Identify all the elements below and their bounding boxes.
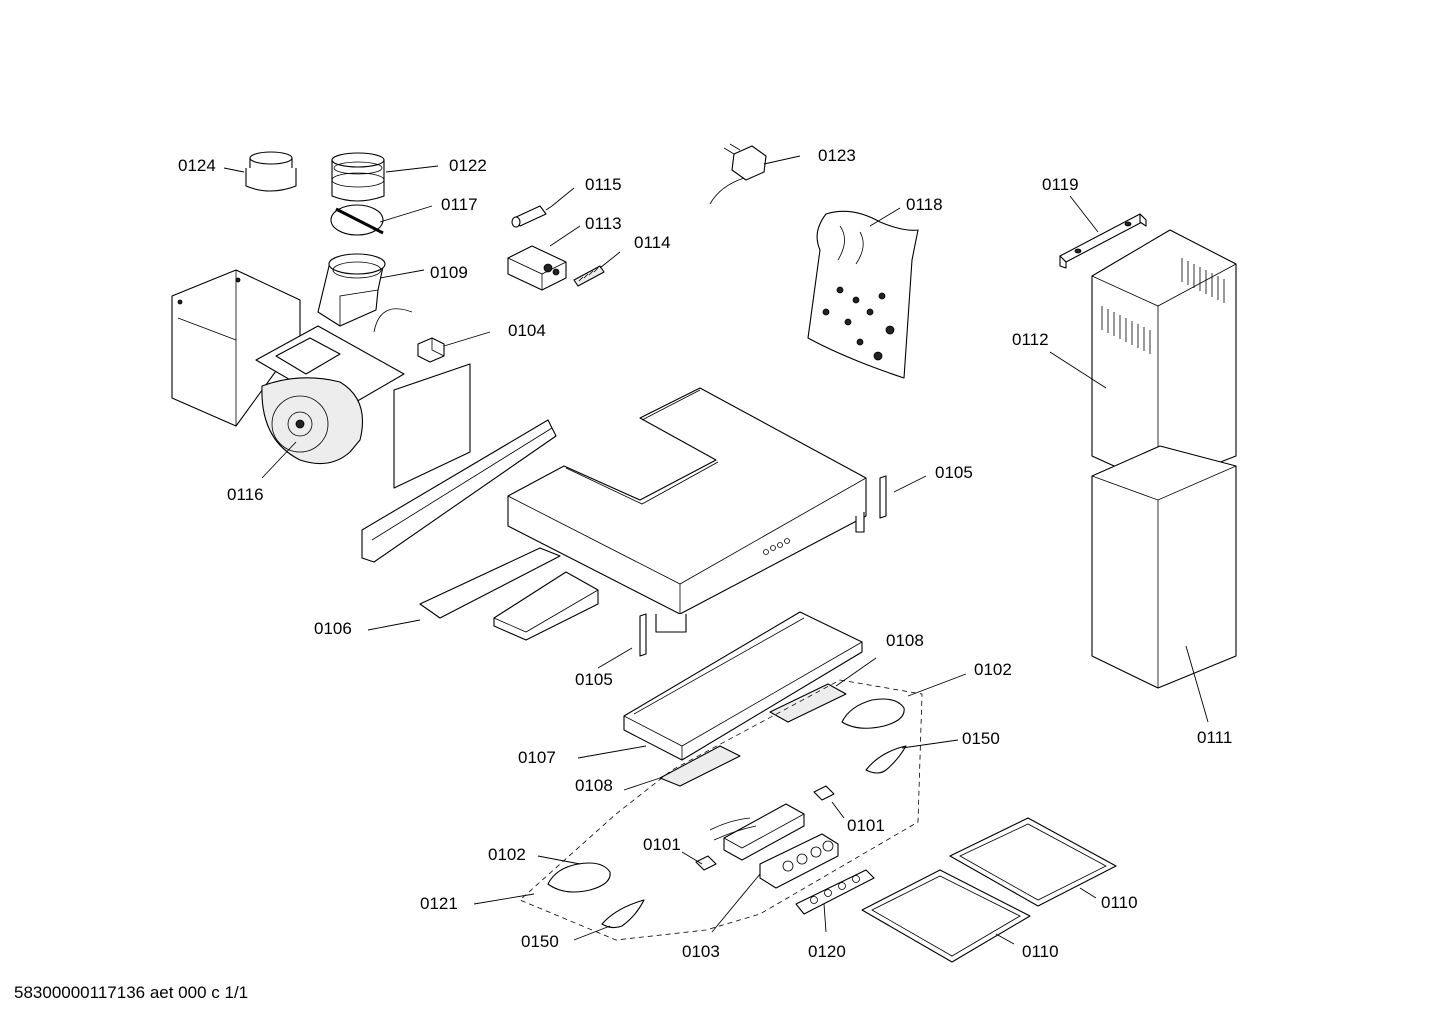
label-0108-upper: 0108 — [886, 631, 924, 650]
label-0101-right: 0101 — [847, 816, 885, 835]
label-0106: 0106 — [314, 619, 352, 638]
part-0109-drawing — [317, 253, 386, 327]
label-0113: 0113 — [585, 214, 622, 233]
label-0123: 0123 — [818, 146, 856, 165]
label-0150-lower: 0150 — [521, 932, 559, 951]
part-0110-drawing — [861, 817, 1117, 963]
label-0124: 0124 — [178, 156, 216, 175]
part-0122-drawing — [331, 152, 385, 202]
label-0102-lower: 0102 — [488, 845, 526, 864]
label-0119: 0119 — [1042, 175, 1079, 194]
document-id-footer: 58300000117136 aet 000 c 1/1 — [14, 983, 248, 1002]
assembly-dashed-outline — [519, 679, 923, 941]
part-0106-drawing — [361, 363, 599, 641]
label-0105-right: 0105 — [935, 463, 973, 482]
part-0111-drawing — [1091, 445, 1237, 689]
label-0121: 0121 — [420, 894, 458, 913]
label-0107: 0107 — [518, 748, 556, 767]
part-0116-drawing — [171, 269, 413, 465]
label-0111: 0111 — [1197, 728, 1232, 747]
label-0114: 0114 — [634, 233, 671, 252]
part-0112-drawing — [1091, 229, 1237, 487]
part-0119-drawing — [1059, 213, 1147, 269]
part-0107-drawing — [623, 611, 863, 761]
label-0108-lower: 0108 — [575, 776, 613, 795]
part-0105-drawing — [639, 475, 887, 657]
part-0115-drawing — [511, 205, 553, 228]
label-0110-lower: 0110 — [1022, 942, 1059, 961]
part-0108-drawing — [659, 683, 847, 787]
label-0120: 0120 — [808, 942, 846, 961]
label-0116: 0116 — [227, 485, 264, 504]
label-0102-upper: 0102 — [974, 660, 1012, 679]
part-0117-drawing — [330, 204, 384, 236]
label-0112: 0112 — [1012, 330, 1049, 349]
leader-lines — [223, 155, 1209, 945]
part-0124-drawing — [245, 151, 297, 192]
part-0104-drawing — [417, 337, 445, 363]
part-0123-drawing — [709, 143, 767, 205]
part-0113-drawing — [507, 245, 567, 291]
label-0117: 0117 — [441, 195, 478, 214]
label-0150-upper: 0150 — [962, 729, 1000, 748]
label-0110-right: 0110 — [1101, 893, 1138, 912]
part-0114-drawing — [573, 265, 605, 287]
label-0103: 0103 — [682, 942, 720, 961]
hood-body-drawing — [507, 387, 867, 633]
label-0105-bottom: 0105 — [575, 670, 613, 689]
label-0104: 0104 — [508, 321, 546, 340]
part-0102-drawing — [547, 698, 905, 893]
part-0103-drawing — [759, 833, 839, 889]
part-0118-drawing — [807, 210, 919, 379]
part-0150-drawing — [601, 745, 907, 929]
label-0109: 0109 — [430, 263, 468, 282]
label-0115: 0115 — [585, 175, 622, 194]
part-0120-drawing — [795, 869, 875, 915]
label-0101-left: 0101 — [643, 835, 681, 854]
part-0101-drawing — [695, 785, 835, 871]
label-0118: 0118 — [906, 195, 943, 214]
label-0122: 0122 — [449, 156, 487, 175]
